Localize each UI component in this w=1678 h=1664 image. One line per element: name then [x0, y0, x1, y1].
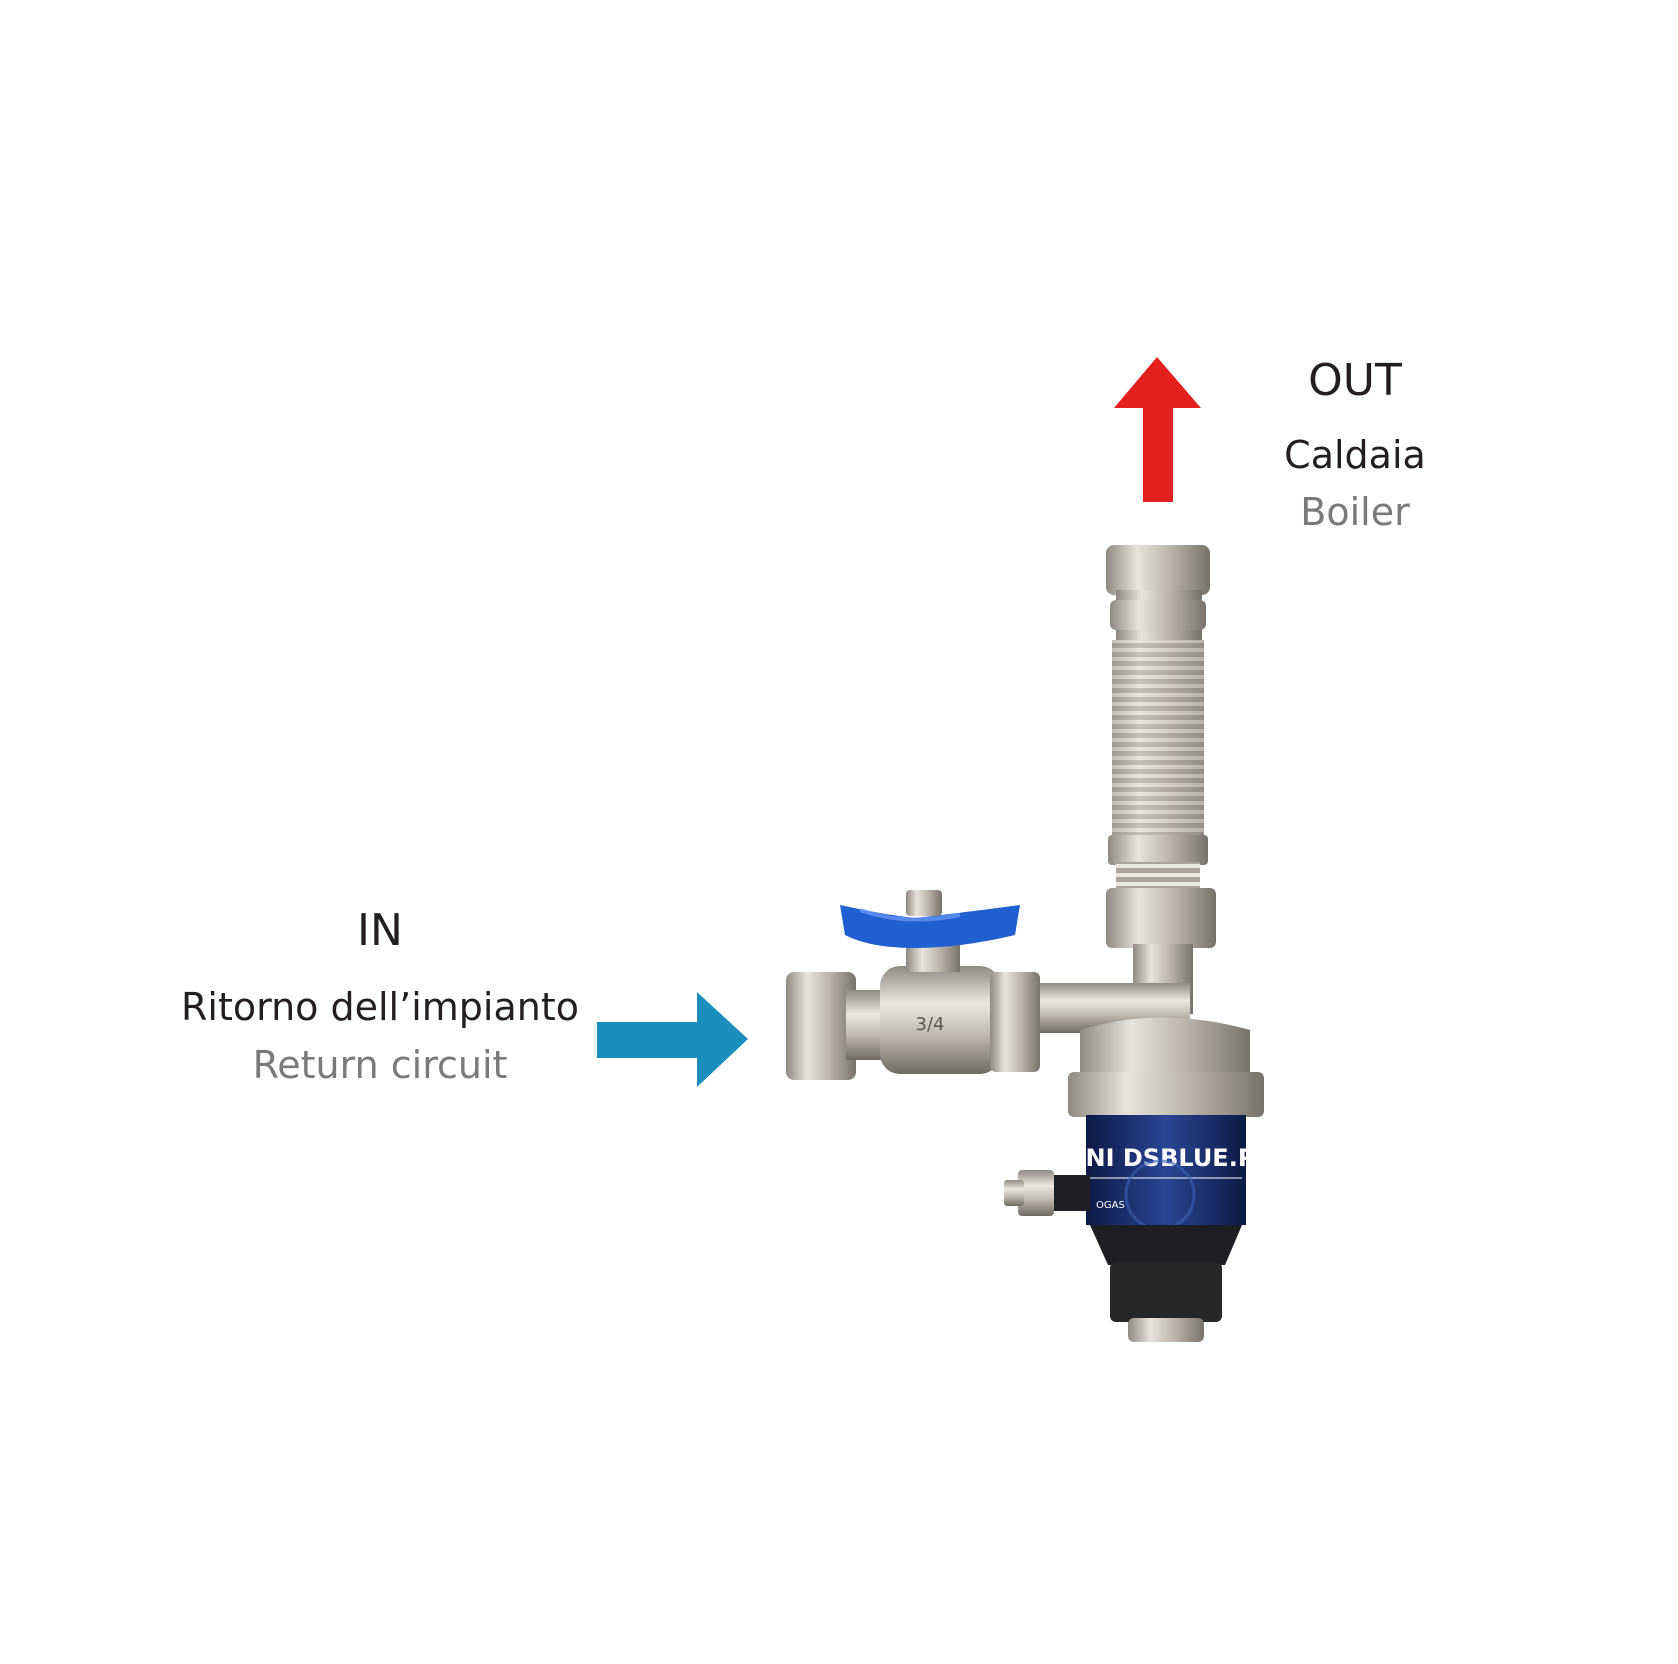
arrow-up-icon: [1114, 357, 1201, 502]
ball-valve: 3/4: [786, 936, 1040, 1080]
filter-body: INI DSBLUE.P OGAS: [1077, 1115, 1256, 1342]
filter-brand-text: INI DSBLUE.P: [1077, 1144, 1256, 1172]
filter-head: [1068, 1017, 1264, 1117]
valve-handle: [840, 890, 1020, 948]
filter-logo-text: OGAS: [1096, 1200, 1125, 1211]
arrow-right-icon: [597, 992, 748, 1087]
in-title: IN: [357, 905, 403, 956]
out-destination-it: Caldaia: [1284, 433, 1426, 477]
out-destination-en: Boiler: [1300, 490, 1410, 534]
valve-marking: 3/4: [916, 1014, 945, 1035]
flexible-hose: [1106, 545, 1216, 948]
in-source-en: Return circuit: [252, 1043, 508, 1087]
out-title: OUT: [1308, 355, 1402, 406]
in-source-it: Ritorno dell’impianto: [181, 985, 579, 1029]
drain-valve: [1004, 1170, 1090, 1216]
